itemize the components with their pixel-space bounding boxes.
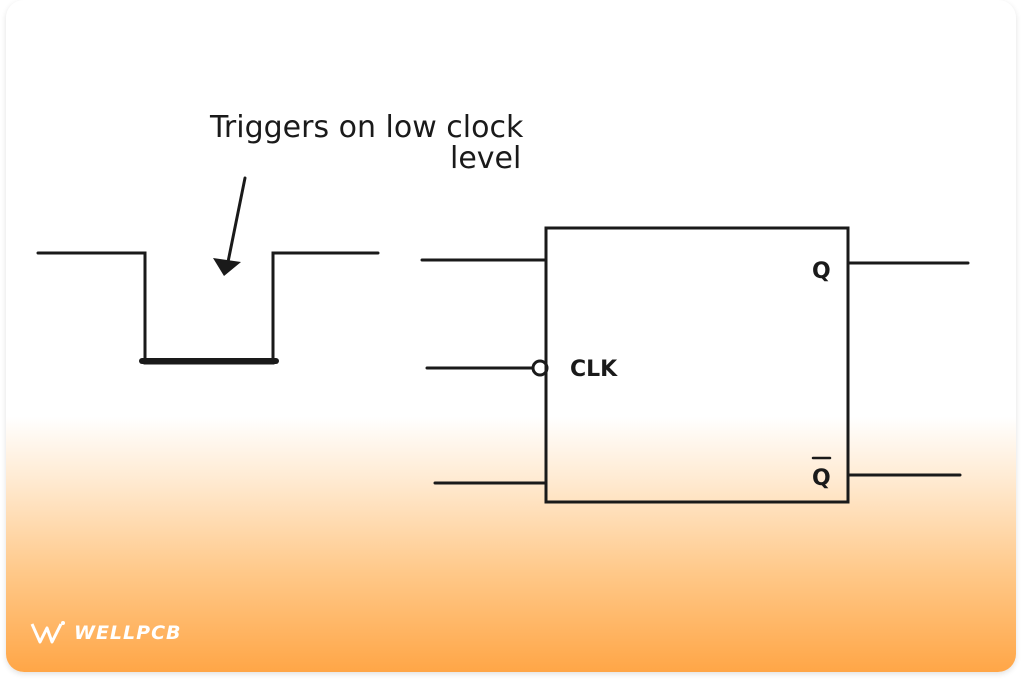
logo-text: WELLPCB — [74, 622, 182, 644]
wellpcb-logo: WELLPCB — [30, 620, 182, 646]
clk-inversion-bubble — [531, 359, 549, 377]
q-label: Q — [812, 259, 831, 284]
annotation-line1: Triggers on low clock — [209, 110, 524, 145]
clock-waveform — [36, 251, 380, 365]
arrow-shaft — [226, 176, 247, 264]
annotation-line2: level — [450, 141, 521, 176]
q-bar-label: Q — [812, 466, 831, 491]
clk-label: CLK — [570, 357, 618, 382]
arrow-head-icon — [213, 258, 241, 276]
wellpcb-logo-icon — [30, 621, 65, 644]
